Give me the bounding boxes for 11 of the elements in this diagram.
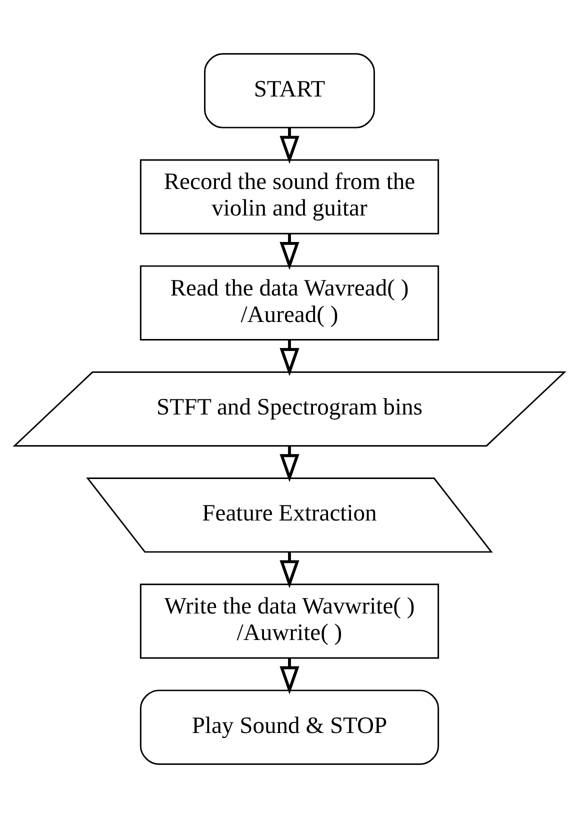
arrow [280,234,300,270]
node-box: Write the data Wavwrite( ) /Auwrite( ) [140,584,440,659]
arrow [280,128,300,164]
node-box: Read the data Wavread( ) /Auread( ) [140,265,440,340]
node-box: Play Sound & STOP [140,690,440,765]
arrow [280,552,300,588]
node-box: START [204,53,375,128]
arrow [280,446,300,482]
arrow [280,658,300,694]
arrow [280,340,300,376]
node-box: Record the sound from the violin and guitar [140,159,440,234]
